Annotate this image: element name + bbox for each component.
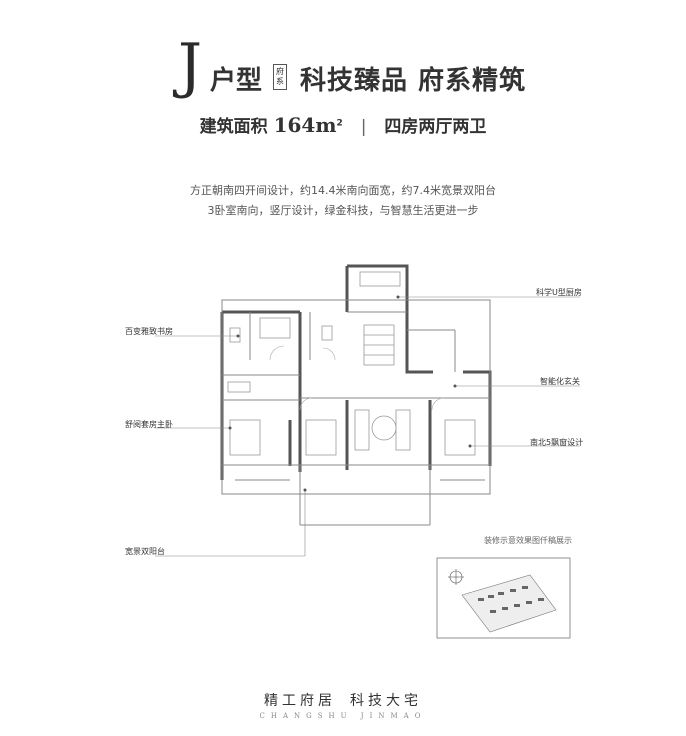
furniture (227, 271, 476, 456)
unit-type-word: 户型 (210, 66, 263, 96)
fuxi-stamp: 府系 (273, 64, 287, 90)
area-value: 164 (273, 113, 316, 137)
disclaimer: 装修示意效果图仟稿展示 (484, 536, 572, 545)
callout-balcony: 宽景双阳台 (125, 547, 165, 556)
area-label: 建筑面积 (199, 117, 268, 137)
footer-phrase-2: 科技大宅 (350, 693, 422, 709)
callout-lines (155, 296, 580, 557)
door-swings (269, 345, 445, 411)
area-unit-sup: 2 (336, 118, 343, 129)
exterior-walls (220, 264, 492, 480)
description-line-1: 方正朝南四开间设计，约14.4米南向面宽，约7.4米宽景双阳台 (190, 184, 496, 197)
description-line-2: 3卧室南向，竖厅设计，绿金科技，与智慧生活更进一步 (207, 204, 479, 217)
footer-phrase-1: 精工府居 (264, 693, 336, 709)
callout-entrance: 智能化玄关 (540, 377, 580, 386)
callout-study: 百变雅致书房 (125, 327, 173, 336)
compass-icon (448, 569, 464, 585)
interior-walls (221, 299, 491, 526)
area-unit: m (315, 113, 337, 137)
footer-sub: CHANGSHU JINMAO (259, 712, 427, 720)
footer-main: 精工府居科技大宅 (0, 690, 686, 710)
site-map (436, 557, 571, 639)
slogan: 科技臻品 府系精筑 (300, 66, 527, 96)
callout-bay-window: 南北5飘窗设计 (530, 438, 584, 447)
room-config: 四房两厅两卫 (384, 117, 487, 137)
area-line: 建筑面积 164m2 | 四房两厅两卫 (0, 112, 686, 137)
callout-kitchen: 科学U型厨房 (536, 288, 582, 297)
unit-type-letter: J (178, 31, 203, 101)
area-separator: | (360, 117, 367, 137)
callout-master: 舒阅套房主卧 (125, 420, 173, 429)
